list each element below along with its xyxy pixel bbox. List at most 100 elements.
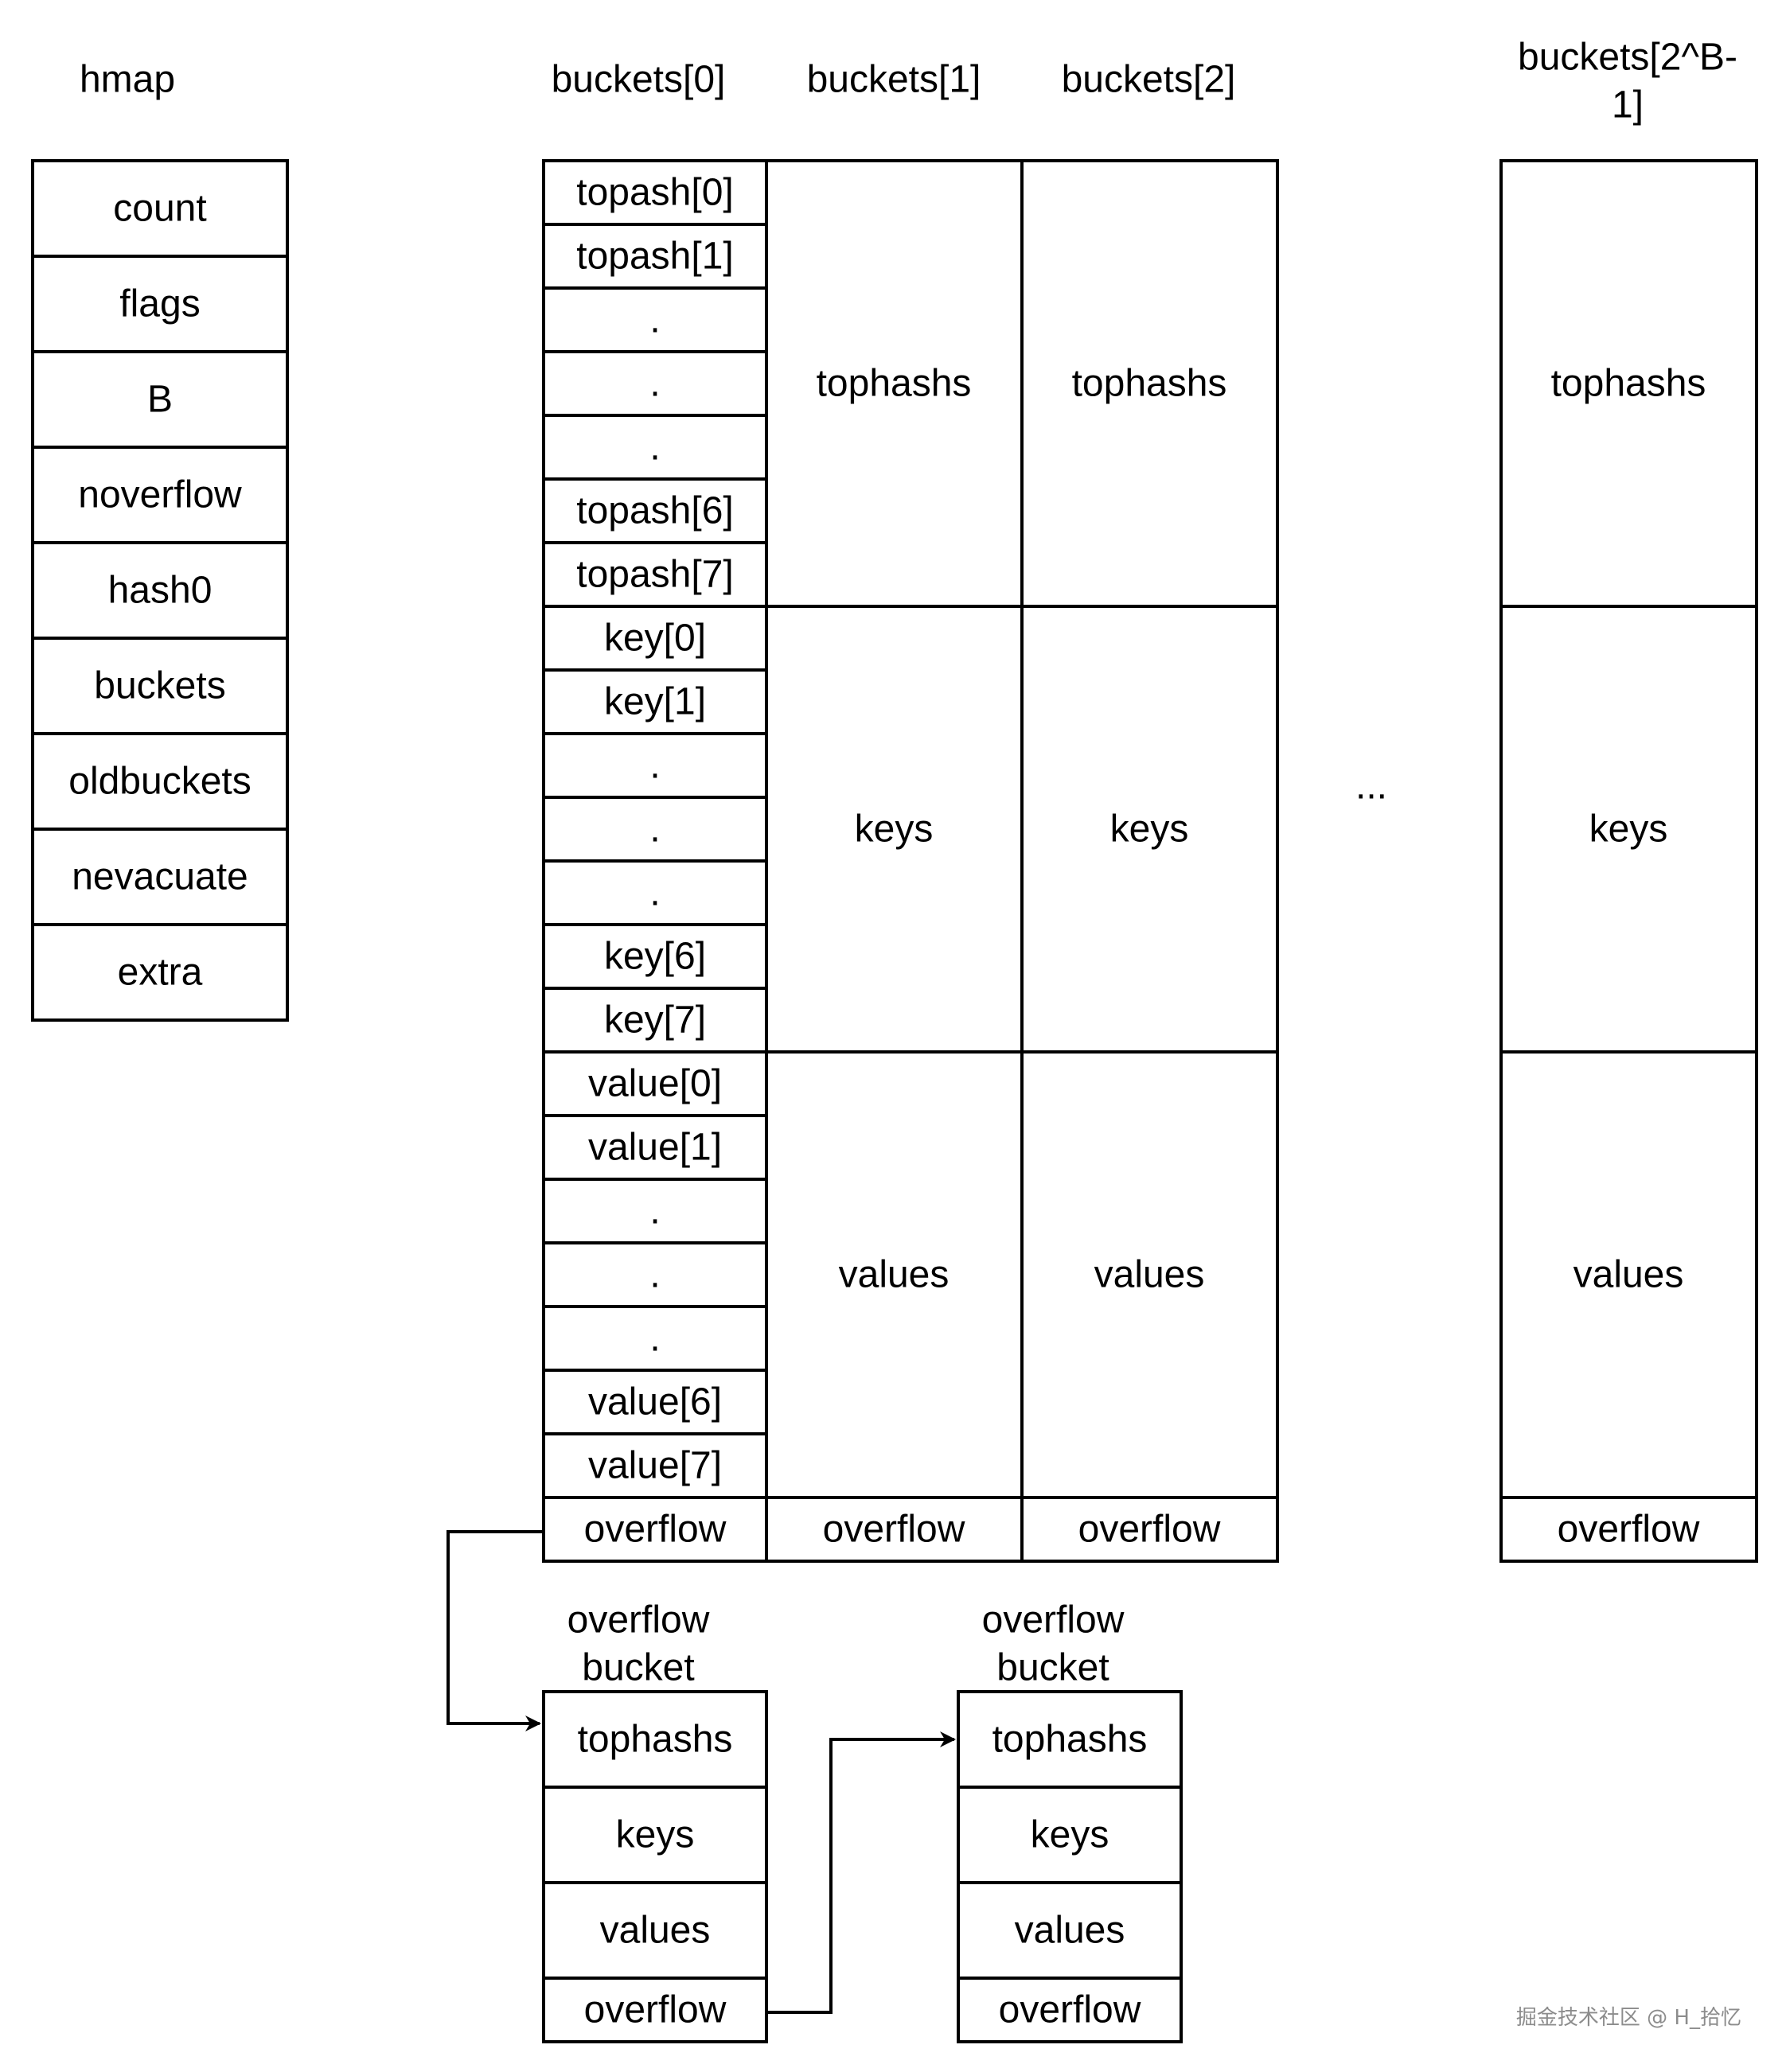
hmap-struct: count flags B noverflow hash0 buckets ol… <box>31 159 289 1022</box>
bucket-slot-box <box>542 605 768 672</box>
ellipsis-slot: . <box>649 1254 660 1296</box>
bucket-header-2: buckets[2] <box>1062 59 1236 101</box>
overflow-bucket-row-box <box>957 1977 1183 2043</box>
bucket-section-box <box>1020 605 1279 1054</box>
hmap-field-buckets: buckets <box>94 665 225 707</box>
overflow-bucket-2-values: values <box>1015 1910 1125 1952</box>
overflow-bucket-row-box <box>957 1786 1183 1884</box>
bucket-slot-box <box>542 859 768 926</box>
bucket-last-values: values <box>1573 1254 1684 1296</box>
value-slot: value[7] <box>588 1445 722 1487</box>
overflow-bucket-row-box <box>957 1690 1183 1789</box>
hmap-field-hash0: hash0 <box>108 570 213 612</box>
tophash-slot: topash[1] <box>576 236 733 278</box>
bucket-header-0: buckets[0] <box>552 59 726 101</box>
hmap-field-count: count <box>113 188 206 230</box>
hmap-field-box <box>31 446 289 544</box>
overflow-bucket-2-keys: keys <box>1031 1814 1109 1856</box>
bucket-header-1: buckets[1] <box>807 59 981 101</box>
hmap-title: hmap <box>80 59 175 101</box>
overflow-bucket-1-tophashs: tophashs <box>578 1719 733 1761</box>
overflow-bucket-row-box <box>957 1881 1183 1980</box>
bucket-2-keys: keys <box>1110 808 1189 851</box>
bucket-slot-box <box>542 923 768 990</box>
tophash-slot: topash[6] <box>576 490 733 532</box>
ellipsis-slot: . <box>649 299 660 341</box>
tophash-slot: topash[0] <box>576 172 733 214</box>
overflow-bucket-1-overflow: overflow <box>584 1989 727 2031</box>
key-slot: key[1] <box>604 681 706 723</box>
bucket-slot-box <box>542 286 768 353</box>
bucket-slot-box <box>542 1369 768 1435</box>
watermark: 掘金技术社区 @ H_拾忆 <box>1516 2006 1741 2030</box>
bucket-slot-box <box>542 1241 768 1308</box>
bucket-slot-box <box>542 541 768 608</box>
hmap-field-flags: flags <box>119 283 200 325</box>
overflow-bucket-2-overflow: overflow <box>999 1989 1141 2031</box>
overflow-bucket-1-keys: keys <box>616 1814 695 1856</box>
bucket-2-overflow: overflow <box>1078 1509 1221 1551</box>
overflow-bucket-2: tophashs keys values overflow <box>957 1690 1183 2043</box>
bucket-2: tophashs keys values overflow <box>1020 159 1279 1563</box>
bucket-slot-box <box>542 796 768 863</box>
buckets-ellipsis: ... <box>1355 765 1387 808</box>
bucket-1: tophashs keys values overflow <box>765 159 1024 1563</box>
overflow-bucket-1-values: values <box>600 1910 711 1952</box>
bucket-section-box <box>765 1496 1024 1563</box>
bucket-section-box <box>1020 159 1279 608</box>
ellipsis-slot: . <box>649 363 660 405</box>
bucket-0-overflow: overflow <box>584 1509 727 1551</box>
overflow-bucket-row-box <box>542 1881 768 1980</box>
bucket-0-detail: topash[0] topash[1] . . . topash[6] topa… <box>542 159 768 1563</box>
bucket-last: tophashs keys values overflow <box>1499 159 1758 1563</box>
bucket-1-values: values <box>839 1254 950 1296</box>
overflow-bucket-2-title-line1: overflow <box>982 1599 1125 1642</box>
bucket-slot-box <box>542 159 768 226</box>
bucket-2-tophashs: tophashs <box>1072 363 1227 405</box>
overflow-bucket-1-title-line1: overflow <box>567 1599 710 1642</box>
bucket-last-tophashs: tophashs <box>1551 363 1706 405</box>
tophash-slot: topash[7] <box>576 554 733 596</box>
ellipsis-slot: . <box>649 808 660 851</box>
bucket-slot-box <box>542 987 768 1054</box>
bucket-last-keys: keys <box>1589 808 1668 851</box>
hmap-field-noverflow: noverflow <box>78 474 242 516</box>
overflow-bucket-2-tophashs: tophashs <box>992 1719 1148 1761</box>
ellipsis-slot: . <box>649 426 660 469</box>
hmap-field-box <box>31 637 289 735</box>
hmap-field-oldbuckets: oldbuckets <box>68 761 251 803</box>
hmap-field-nevacuate: nevacuate <box>72 856 248 898</box>
bucket-header-last-line2: 1] <box>1612 84 1644 127</box>
bucket-section-box <box>1499 1050 1758 1499</box>
key-slot: key[0] <box>604 617 706 660</box>
bucket-slot-box <box>542 1496 768 1563</box>
overflow-arrow-1 <box>446 1530 544 1731</box>
bucket-1-tophashs: tophashs <box>817 363 972 405</box>
value-slot: value[6] <box>588 1381 722 1424</box>
overflow-bucket-2-title-line2: bucket <box>996 1647 1109 1689</box>
bucket-2-values: values <box>1094 1254 1205 1296</box>
key-slot: key[6] <box>604 936 706 978</box>
overflow-bucket-1: tophashs keys values overflow <box>542 1690 768 2043</box>
overflow-bucket-1-title-line2: bucket <box>582 1647 694 1689</box>
value-slot: value[0] <box>588 1063 722 1105</box>
hmap-field-box <box>31 159 289 258</box>
key-slot: key[7] <box>604 999 706 1042</box>
hmap-field-box <box>31 828 289 926</box>
ellipsis-slot: . <box>649 872 660 914</box>
overflow-bucket-row-box <box>542 1690 768 1789</box>
bucket-slot-box <box>542 414 768 481</box>
hmap-field-box <box>31 255 289 353</box>
bucket-1-keys: keys <box>855 808 934 851</box>
overflow-bucket-row-box <box>542 1977 768 2043</box>
ellipsis-slot: . <box>649 1318 660 1360</box>
overflow-arrow-2 <box>766 1731 956 2014</box>
bucket-1-overflow: overflow <box>823 1509 965 1551</box>
bucket-section-box <box>1020 1050 1279 1499</box>
ellipsis-slot: . <box>649 1190 660 1233</box>
bucket-section-box <box>1499 159 1758 608</box>
ellipsis-slot: . <box>649 745 660 787</box>
bucket-last-overflow: overflow <box>1558 1509 1700 1551</box>
hmap-field-B: B <box>147 379 173 421</box>
